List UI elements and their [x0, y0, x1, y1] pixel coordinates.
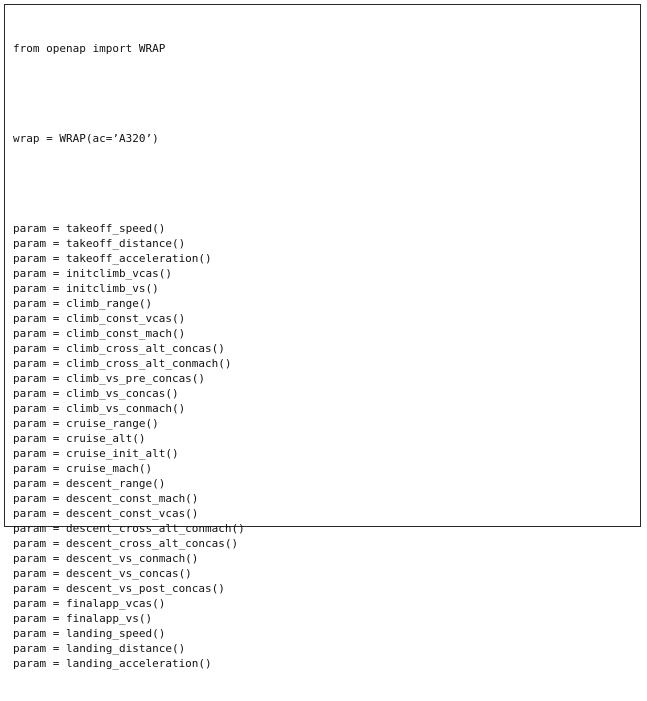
- param-line: param = climb_vs_concas(): [13, 387, 179, 400]
- param-line: param = cruise_init_alt(): [13, 447, 179, 460]
- param-line: param = cruise_mach(): [13, 462, 153, 475]
- param-line: param = finalapp_vcas(): [13, 597, 166, 610]
- param-line: param = takeoff_distance(): [13, 237, 186, 250]
- code-block: from openap import WRAP wrap = WRAP(ac=’…: [13, 11, 245, 701]
- param-line: param = descent_const_mach(): [13, 492, 199, 505]
- param-line: param = descent_cross_alt_conmach(): [13, 522, 245, 535]
- param-line: param = landing_distance(): [13, 642, 186, 655]
- param-line: param = takeoff_acceleration(): [13, 252, 212, 265]
- param-line: param = initclimb_vcas(): [13, 267, 172, 280]
- param-line: param = cruise_alt(): [13, 432, 146, 445]
- param-line: param = descent_cross_alt_concas(): [13, 537, 239, 550]
- param-line: param = landing_speed(): [13, 627, 166, 640]
- param-line: param = climb_range(): [13, 297, 153, 310]
- param-line: param = descent_vs_concas(): [13, 567, 192, 580]
- param-lines: param = takeoff_speed()param = takeoff_d…: [13, 221, 245, 671]
- param-line: param = takeoff_speed(): [13, 222, 166, 235]
- param-line: param = climb_const_vcas(): [13, 312, 186, 325]
- param-line: param = cruise_range(): [13, 417, 159, 430]
- blank-line: [13, 86, 245, 101]
- param-line: param = landing_acceleration(): [13, 657, 212, 670]
- blank-line: [13, 176, 245, 191]
- param-line: param = descent_const_vcas(): [13, 507, 199, 520]
- param-line: param = initclimb_vs(): [13, 282, 159, 295]
- param-line: param = finalapp_vs(): [13, 612, 153, 625]
- param-line: param = climb_const_mach(): [13, 327, 186, 340]
- param-line: param = descent_range(): [13, 477, 166, 490]
- param-line: param = climb_cross_alt_concas(): [13, 342, 225, 355]
- param-line: param = climb_cross_alt_conmach(): [13, 357, 232, 370]
- code-listing-frame: from openap import WRAP wrap = WRAP(ac=’…: [4, 4, 641, 670]
- param-line: param = descent_vs_post_concas(): [13, 582, 225, 595]
- param-line: param = descent_vs_conmach(): [13, 552, 199, 565]
- wrap-assignment-line: wrap = WRAP(ac=’A320’): [13, 132, 159, 145]
- param-line: param = climb_vs_pre_concas(): [13, 372, 206, 385]
- param-line: param = climb_vs_conmach(): [13, 402, 186, 415]
- import-line: from openap import WRAP: [13, 42, 166, 55]
